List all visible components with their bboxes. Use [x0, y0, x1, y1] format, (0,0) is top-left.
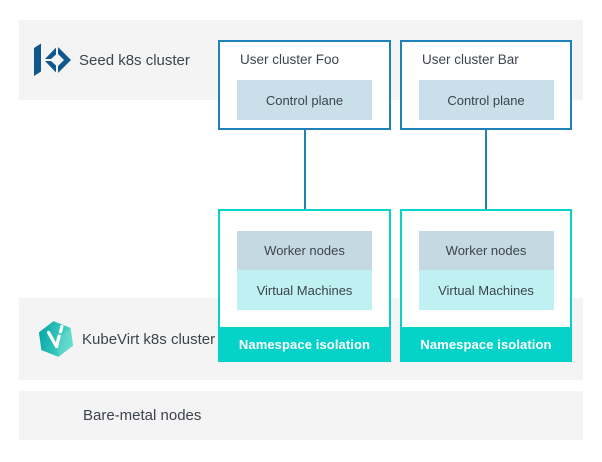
kubevirt-cluster-label: KubeVirt k8s cluster — [82, 330, 216, 348]
user-cluster-bar-box: User cluster Bar Control plane — [400, 40, 572, 130]
control-plane-bar: Control plane — [418, 80, 554, 120]
virtual-machines-bar: Virtual Machines — [418, 270, 554, 310]
namespace-isolation-bar: Namespace isolation — [400, 327, 572, 362]
connector-bar — [485, 130, 487, 209]
user-cluster-foo-title: User cluster Foo — [240, 52, 340, 67]
user-cluster-bar-title: User cluster Bar — [422, 52, 519, 67]
control-plane-foo: Control plane — [237, 80, 372, 120]
bare-metal-label: Bare-metal nodes — [83, 407, 202, 424]
node-group-bar-box: Worker nodes Virtual Machines Namespace … — [400, 209, 572, 362]
namespace-isolation-foo: Namespace isolation — [218, 327, 391, 362]
kubevirt-logo-icon — [38, 321, 74, 357]
bare-metal-band: Bare-metal nodes — [19, 391, 583, 440]
connector-foo — [304, 130, 306, 209]
seed-cluster-label: Seed k8s cluster — [79, 51, 190, 69]
worker-nodes-bar: Worker nodes — [418, 231, 554, 270]
virtual-machines-foo: Virtual Machines — [237, 270, 372, 310]
worker-nodes-foo: Worker nodes — [237, 231, 372, 270]
node-group-foo-box: Worker nodes Virtual Machines Namespace … — [218, 209, 391, 362]
user-cluster-foo-box: User cluster Foo Control plane — [218, 40, 391, 130]
kubermatic-logo-icon — [34, 43, 71, 76]
